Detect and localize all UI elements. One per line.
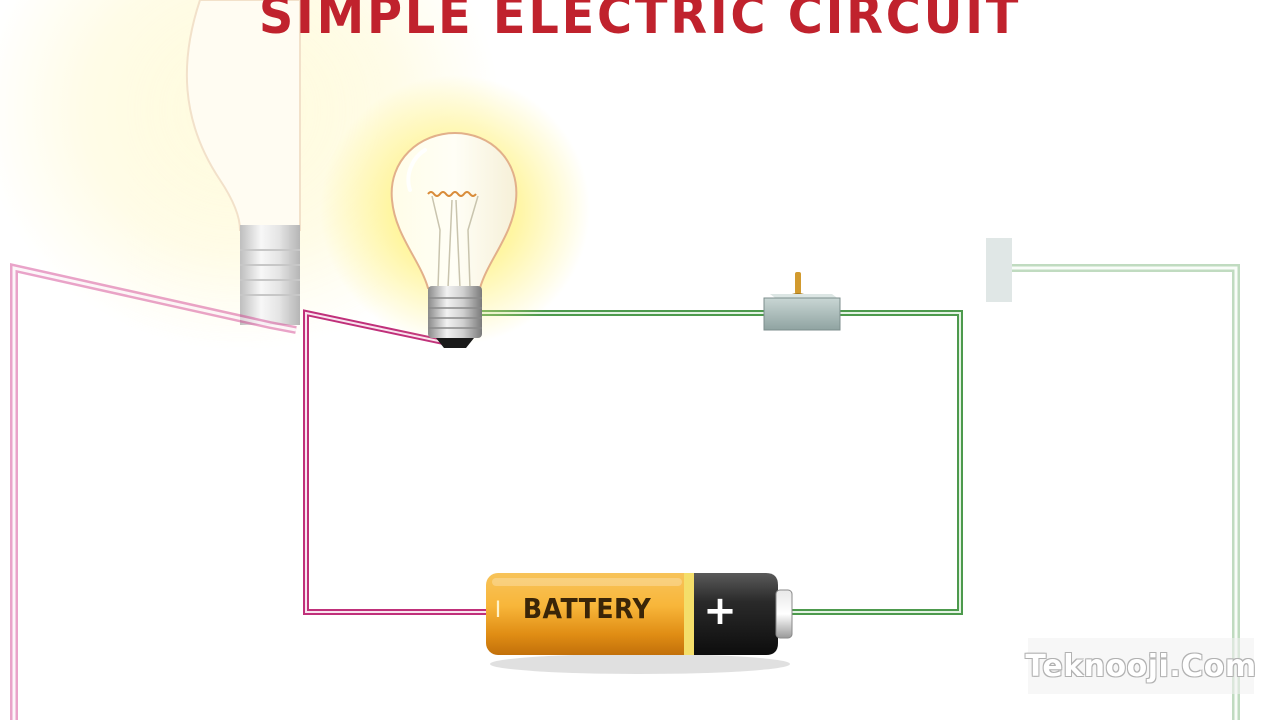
background-wire-positive-faded [986, 238, 1240, 720]
background-wire-negative-faded [10, 263, 297, 720]
negative-wire [303, 309, 487, 615]
positive-wire [482, 310, 963, 615]
battery-positive-sign: + [703, 588, 737, 634]
toggle-switch-icon [763, 272, 841, 331]
battery-icon [486, 573, 793, 674]
watermark: Teknooji.Com [1025, 638, 1256, 694]
battery-negative-sign: I [494, 598, 502, 623]
light-bulb-icon [320, 75, 590, 348]
battery-label: BATTERY [522, 592, 652, 625]
page-title: SIMPLE ELECTRIC CIRCUIT [258, 0, 1022, 46]
